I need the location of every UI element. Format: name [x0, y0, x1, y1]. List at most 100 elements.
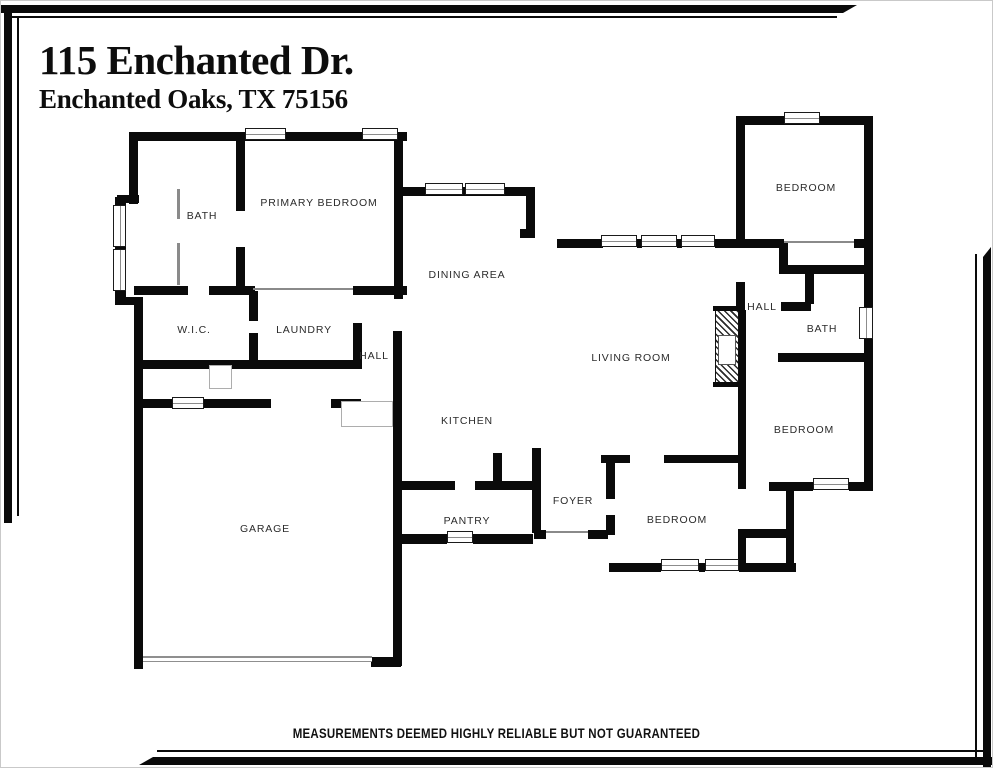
fireplace-firebox — [718, 335, 736, 365]
opening-line — [177, 243, 180, 285]
wall-segment — [779, 243, 788, 273]
wall-segment — [249, 291, 258, 321]
window-symbol — [113, 249, 126, 291]
window-symbol — [465, 183, 505, 195]
fireplace-cap-top — [713, 306, 741, 311]
wall-segment — [493, 453, 502, 483]
wall-segment — [134, 286, 188, 295]
wall-segment — [715, 239, 743, 248]
wall-segment — [769, 482, 813, 491]
frame-line-left-thick — [4, 5, 12, 523]
wall-segment — [778, 353, 873, 362]
wall-segment — [134, 297, 143, 669]
disclaimer-text: MEASUREMENTS DEEMED HIGHLY RELIABLE BUT … — [292, 725, 701, 741]
wall-segment — [134, 399, 172, 408]
wall-segment — [249, 333, 258, 363]
step-box — [341, 401, 393, 427]
wall-segment — [129, 132, 138, 204]
wall-segment — [353, 323, 362, 365]
wall-segment — [475, 481, 533, 490]
room-label-dining-area: DINING AREA — [428, 269, 506, 281]
opening-line — [784, 241, 854, 243]
wall-segment — [805, 272, 814, 304]
fireplace-cap-bottom — [713, 382, 741, 387]
address-line-2: Enchanted Oaks, TX 75156 — [39, 84, 348, 115]
wall-segment — [738, 529, 746, 571]
window-symbol — [113, 205, 126, 247]
wall-segment — [588, 530, 608, 539]
opening-line — [177, 189, 180, 219]
wall-segment — [526, 191, 535, 237]
room-label-wic: W.I.C. — [177, 324, 211, 336]
wall-segment — [601, 455, 630, 463]
frame-line-bottom-thin — [157, 750, 986, 752]
wall-segment — [736, 116, 745, 247]
wall-segment — [534, 530, 546, 539]
address-line-1: 115 Enchanted Dr. — [39, 37, 354, 83]
wall-segment — [606, 515, 615, 535]
room-label-living-room: LIVING ROOM — [591, 352, 671, 364]
wall-segment — [473, 534, 533, 544]
wall-segment — [606, 455, 615, 499]
room-label-bedroom-northeast: BEDROOM — [775, 182, 837, 194]
wall-segment — [699, 563, 705, 572]
room-label-kitchen: KITCHEN — [441, 415, 493, 427]
footer: MEASUREMENTS DEEMED HIGHLY RELIABLE BUT … — [1, 725, 992, 743]
frame-line-right-thick — [983, 247, 991, 767]
wall-segment — [864, 116, 873, 247]
window-symbol — [784, 112, 820, 124]
wall-segment — [393, 331, 402, 666]
window-symbol — [172, 397, 204, 409]
wall-segment — [736, 282, 745, 310]
garage-door-line — [143, 656, 372, 662]
room-label-bath-right: BATH — [806, 323, 838, 335]
window-symbol — [447, 531, 473, 543]
wall-segment — [664, 455, 740, 463]
window-symbol — [681, 235, 715, 247]
wall-segment — [849, 482, 873, 491]
wall-segment — [854, 239, 873, 248]
window-symbol — [813, 478, 849, 490]
wall-segment — [134, 360, 362, 369]
wall-segment — [393, 481, 455, 490]
room-label-hall-left: HALL — [359, 350, 389, 362]
room-label-foyer: FOYER — [552, 495, 594, 507]
wall-segment — [117, 297, 143, 305]
frame-line-top-thick — [1, 5, 857, 13]
window-symbol — [705, 559, 739, 571]
wall-segment — [236, 141, 245, 211]
wall-segment — [736, 239, 784, 248]
window-symbol — [362, 128, 398, 140]
room-label-bedroom-south: BEDROOM — [646, 514, 708, 526]
wall-segment — [393, 534, 447, 544]
window-symbol — [641, 235, 677, 247]
wall-segment — [117, 195, 139, 203]
opening-line — [546, 531, 588, 533]
wall-segment — [864, 247, 873, 363]
wall-segment — [738, 361, 746, 489]
window-symbol — [859, 307, 873, 339]
frame-line-right-thin — [975, 254, 977, 761]
opening-line — [253, 288, 353, 290]
wall-segment — [236, 247, 245, 289]
wall-segment — [209, 286, 255, 295]
room-label-primary-bedroom: PRIMARY BEDROOM — [260, 197, 378, 209]
wall-segment — [738, 310, 746, 364]
room-label-bedroom-east: BEDROOM — [773, 424, 835, 436]
window-symbol — [661, 559, 699, 571]
room-label-bath-primary: BATH — [186, 210, 218, 222]
wall-segment — [637, 239, 642, 248]
frame-line-left-thin — [17, 16, 19, 516]
wall-segment — [532, 448, 541, 533]
frame-line-top-thin — [11, 16, 837, 18]
wall-segment — [520, 229, 535, 238]
wall-segment — [394, 136, 403, 299]
wall-segment — [557, 239, 603, 248]
room-label-laundry: LAUNDRY — [276, 324, 332, 336]
wall-segment — [739, 563, 796, 572]
wall-segment — [779, 265, 868, 274]
wall-segment — [609, 563, 661, 572]
window-symbol — [601, 235, 637, 247]
wall-segment — [353, 286, 407, 295]
